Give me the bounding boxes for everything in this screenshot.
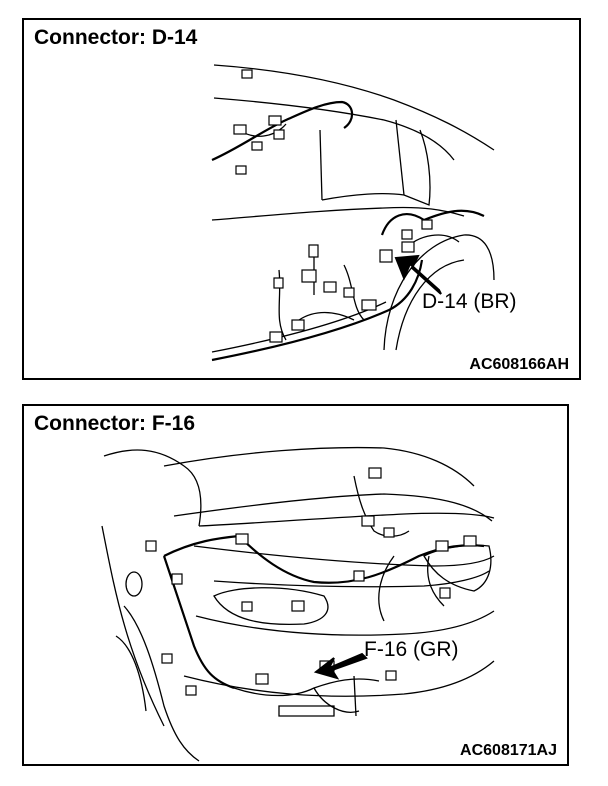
panel-title: Connector: D-14 [34,26,198,49]
car-rear-wiring-illustration [101,446,495,762]
panel-connector-d14: Connector: D-14 D-14 (BR) AC608166AH [22,18,581,380]
panel-connector-f16: Connector: F-16 F-16 (GR) AC608171AJ [22,404,569,766]
connector-callout-d14: D-14 (BR) [422,290,517,313]
figure-code: AC608166AH [469,356,569,373]
pointer-arrow [313,652,368,680]
figure-code: AC608171AJ [460,742,557,759]
panel-title: Connector: F-16 [34,412,196,435]
car-side-wiring-illustration [211,64,495,362]
pointer-arrow [394,254,442,295]
connector-callout-f16: F-16 (GR) [364,638,459,661]
